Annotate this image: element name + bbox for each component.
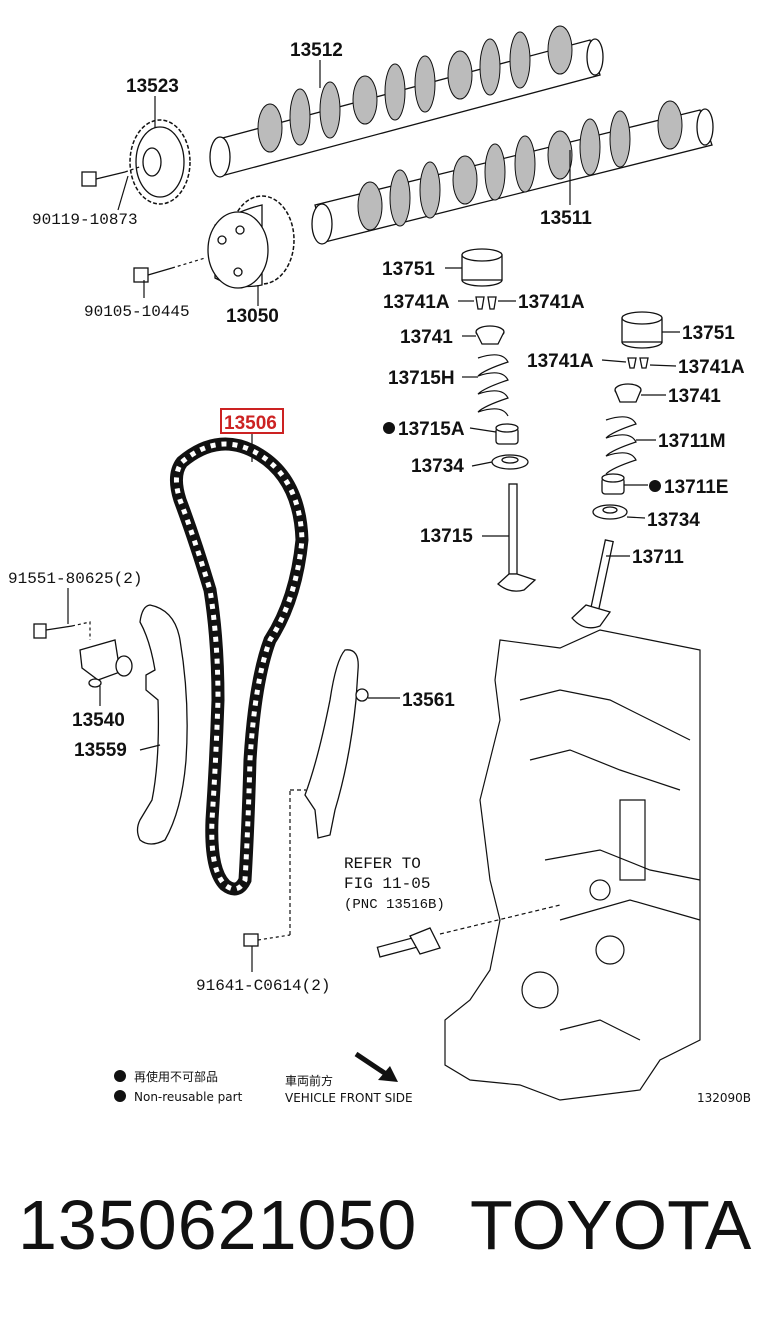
front-arrow-icon <box>354 1051 398 1082</box>
valve-spring-13711m <box>605 416 637 475</box>
part-number: 1350621050 <box>18 1186 418 1264</box>
valve-keeper-13741a-a <box>475 296 497 310</box>
vvt-gear-13050 <box>207 195 295 289</box>
label-13741-b: 13741 <box>668 386 721 407</box>
spring-seat-13734-a <box>491 454 529 470</box>
label-13741a-a-right: 13741A <box>518 292 585 313</box>
legend-jp-nonreusable: 再使用不可部品 <box>134 1069 218 1084</box>
chain-tensioner-13540 <box>79 639 133 688</box>
engine-block <box>444 629 701 1101</box>
valve-lifter-13751-a <box>461 248 503 287</box>
legend-jp-front: 車両前方 <box>285 1073 333 1088</box>
oil-jet-13516b <box>376 904 561 958</box>
label-13523: 13523 <box>126 76 179 97</box>
nonreusable-dot-13715a <box>383 422 395 434</box>
label-13734-b: 13734 <box>647 510 700 531</box>
label-13506: 13506 <box>224 413 277 434</box>
label-13715a: 13715A <box>398 419 465 440</box>
valve-seal-13711e <box>601 473 625 495</box>
chain-slipper-13559 <box>136 604 188 845</box>
bolt-90119-10873 <box>81 165 143 187</box>
label-90105-10445: 90105-10445 <box>84 303 190 321</box>
bolt-91551-80625 <box>33 621 91 640</box>
legend-dot-1 <box>114 1070 126 1082</box>
label-13751-b: 13751 <box>682 323 735 344</box>
valve-keeper-13741a-b <box>627 357 649 369</box>
label-90119-10873: 90119-10873 <box>32 211 138 229</box>
legend-en-nonreusable: Non-reusable part <box>134 1090 243 1104</box>
label-13751-a: 13751 <box>382 259 435 280</box>
caption: 1350621050 TOYOTA <box>0 1185 760 1285</box>
intake-valve-13715 <box>497 483 537 592</box>
chain-guide-13561 <box>304 649 369 839</box>
valve-lifter-13751-b <box>621 311 663 349</box>
sprocket-13523 <box>129 119 191 205</box>
label-13715: 13715 <box>420 526 473 547</box>
legend-dot-2 <box>114 1090 126 1102</box>
label-91641-c0614: 91641-C0614(2) <box>196 977 330 995</box>
label-13741a-b-right: 13741A <box>678 357 745 378</box>
legend: 再使用不可部品 Non-reusable part 車両前方 VEHICLE F… <box>114 1051 413 1105</box>
camshaft-13512 <box>209 25 604 178</box>
label-13711e: 13711E <box>664 477 728 498</box>
spring-retainer-13741-b <box>614 383 642 403</box>
label-13559: 13559 <box>74 740 127 761</box>
figure-code: 132090B <box>697 1091 751 1105</box>
refer-line-2: FIG 11-05 <box>344 875 430 893</box>
label-13711: 13711 <box>632 547 684 568</box>
camshaft-13511 <box>311 100 714 245</box>
label-13711m: 13711M <box>658 431 726 452</box>
exploded-parts-diagram: 13512 13523 90119-10873 13511 90105-1044… <box>8 25 751 1105</box>
spring-retainer-13741-a <box>475 325 505 345</box>
valve-spring-13715h <box>477 354 509 417</box>
bolt-90105-10445 <box>133 257 206 283</box>
refer-line-3: (PNC 13516B) <box>344 897 445 913</box>
label-13715h: 13715H <box>388 368 455 389</box>
refer-line-1: REFER TO <box>344 855 421 873</box>
label-13734-a: 13734 <box>411 456 464 477</box>
spring-seat-13734-b <box>592 504 628 520</box>
label-13050: 13050 <box>226 306 279 327</box>
valve-seal-13715a <box>495 423 519 445</box>
label-13561: 13561 <box>402 690 455 711</box>
legend-en-front: VEHICLE FRONT SIDE <box>285 1091 413 1105</box>
label-13741a-a-left: 13741A <box>383 292 450 313</box>
leader-lines <box>67 60 680 972</box>
label-13511: 13511 <box>540 208 592 229</box>
label-13512: 13512 <box>290 40 343 61</box>
label-91551-80625: 91551-80625(2) <box>8 570 142 588</box>
brand-name: TOYOTA <box>470 1186 752 1264</box>
highlight-box <box>220 408 284 434</box>
nonreusable-dot-13711e <box>649 480 661 492</box>
exhaust-valve-13711 <box>571 539 614 629</box>
bolt-91641-c0614 <box>243 789 306 947</box>
label-13741-a: 13741 <box>400 327 453 348</box>
label-13741a-b-left: 13741A <box>527 351 594 372</box>
timing-chain-13506 <box>170 437 309 896</box>
label-13540: 13540 <box>72 710 125 731</box>
